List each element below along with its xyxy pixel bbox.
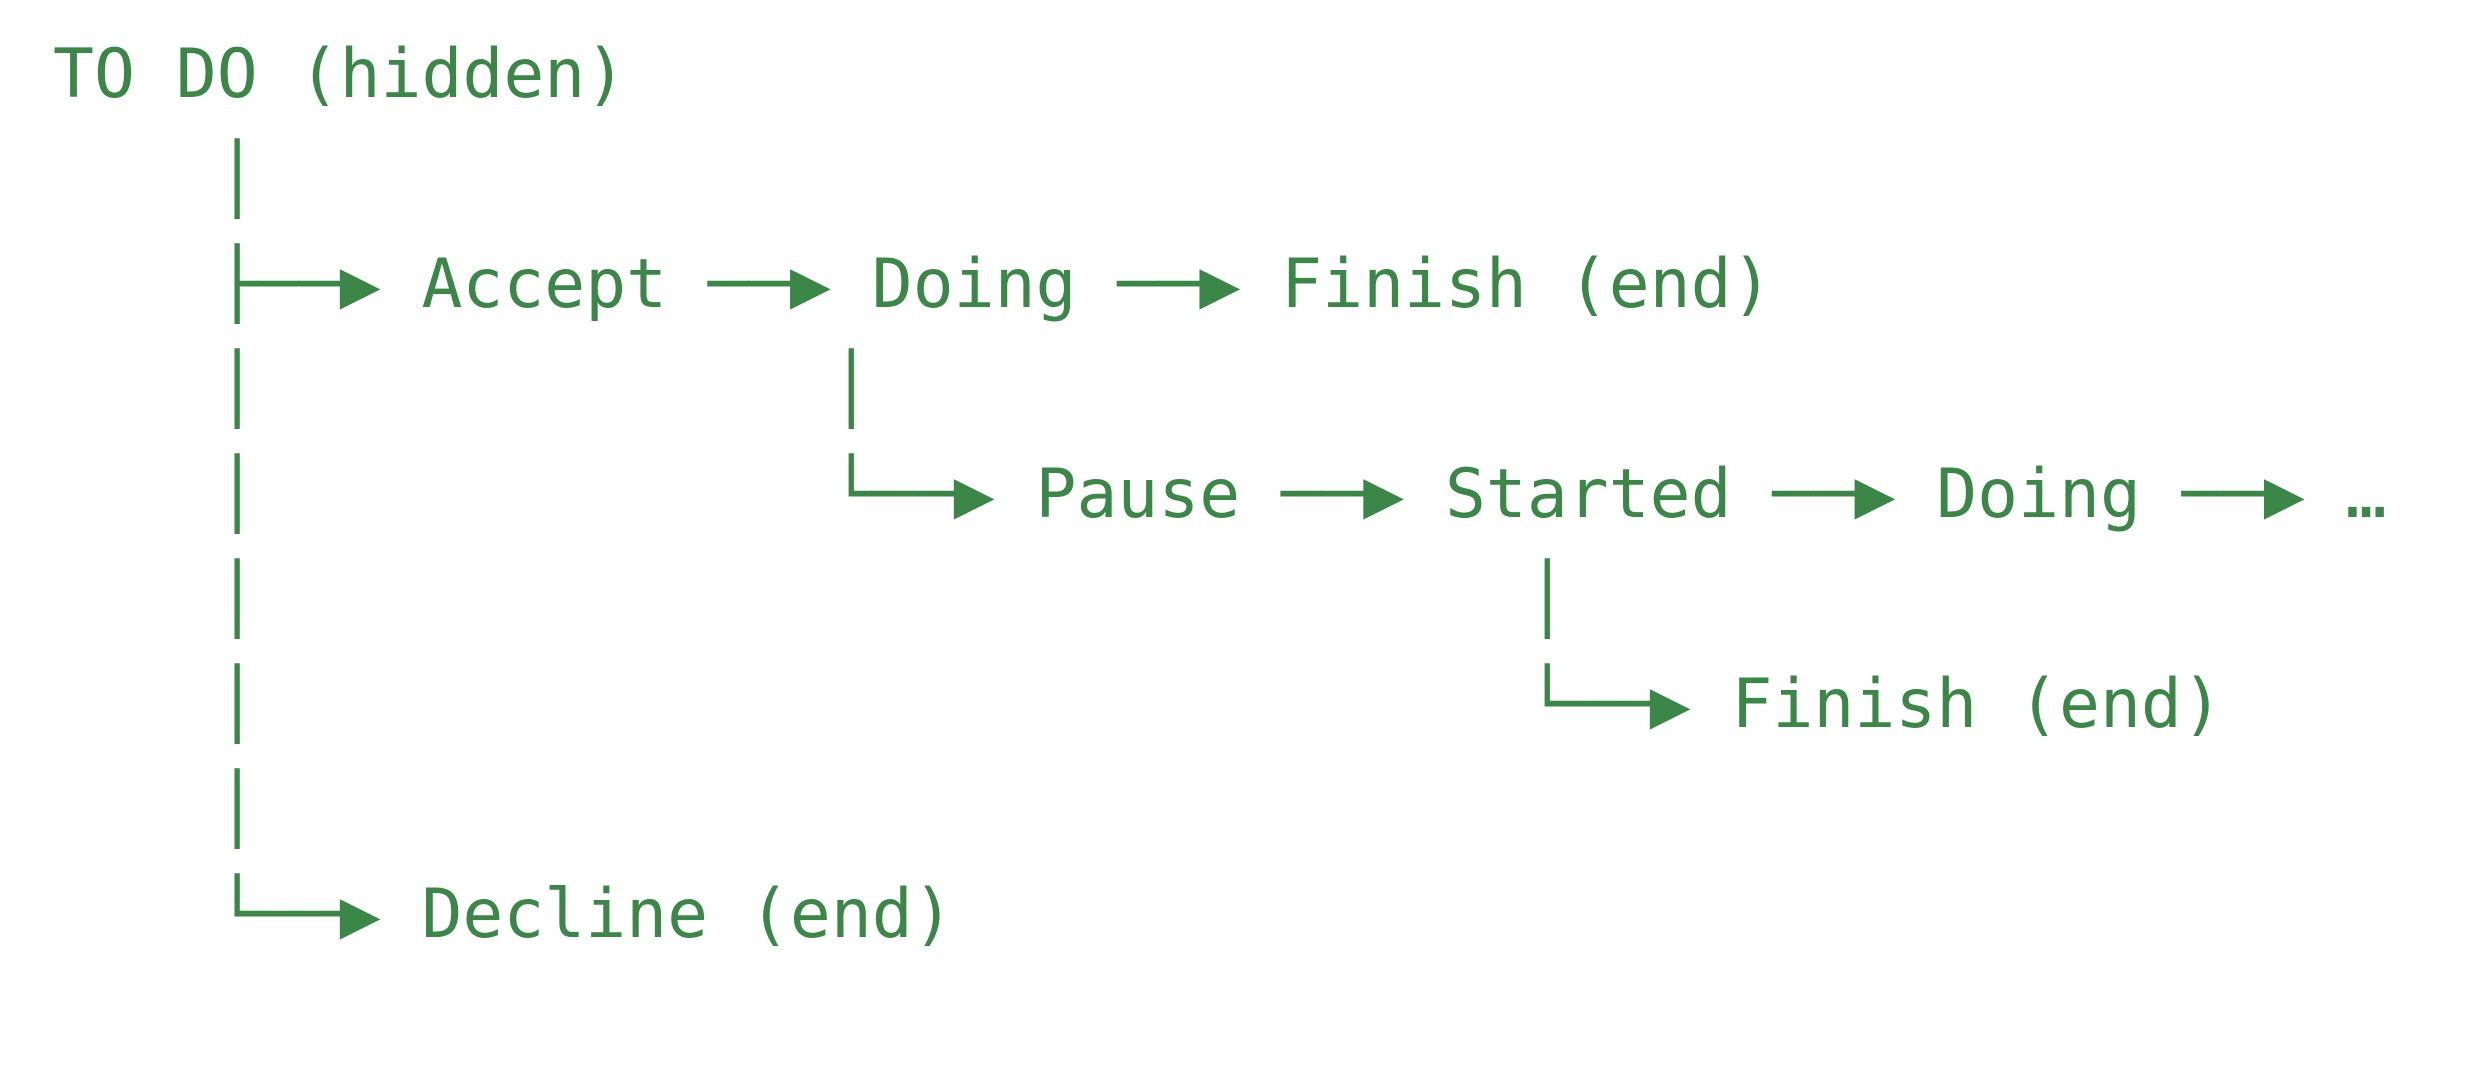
flow-diagram: TO DO (hidden) │ ├──▶ Accept ──▶ Doing ─… bbox=[53, 35, 2387, 954]
line-stem-2: │ │ bbox=[53, 350, 872, 429]
line-title-todo: TO DO (hidden) bbox=[53, 35, 627, 114]
line-decline-branch: └──▶ Decline (end) bbox=[53, 875, 954, 954]
line-stem-4: │ bbox=[53, 770, 258, 849]
line-finish-branch: │ └──▶ Finish (end) bbox=[53, 665, 2223, 744]
line-pause-flow: │ └──▶ Pause ──▶ Started ──▶ Doing ──▶ … bbox=[53, 455, 2387, 534]
line-accept-flow: ├──▶ Accept ──▶ Doing ──▶ Finish (end) bbox=[53, 245, 1773, 324]
line-stem-3: │ │ bbox=[53, 560, 1568, 639]
line-stem-1: │ bbox=[53, 140, 258, 219]
